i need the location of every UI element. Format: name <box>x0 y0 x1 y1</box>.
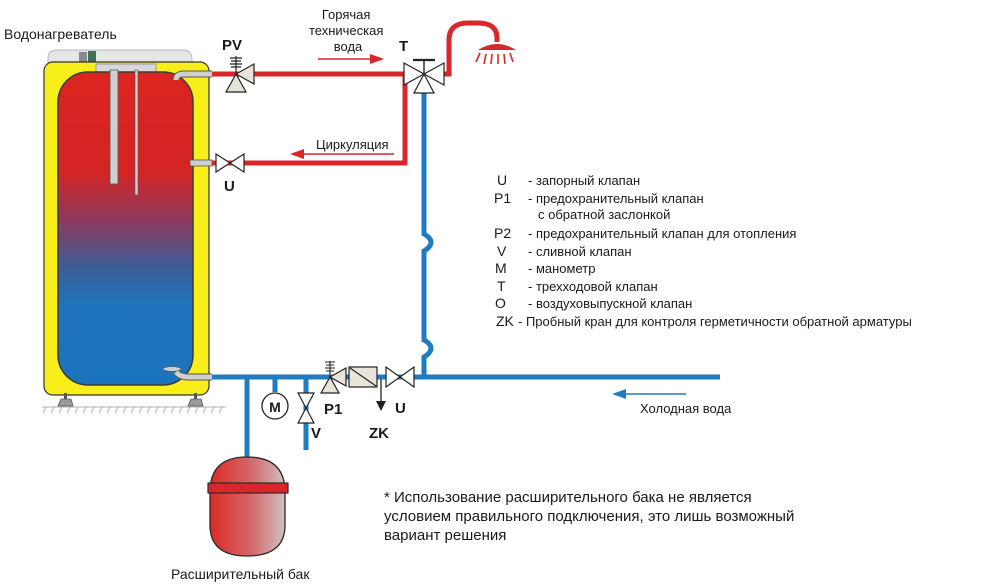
legend-desc: с обратной заслонкой <box>538 207 670 222</box>
hot-water-label: Горячая техническая вода <box>309 7 387 54</box>
floor-hatch <box>42 406 226 414</box>
legend-code: O <box>495 295 506 311</box>
legend-code: T <box>497 278 506 294</box>
check-valve-icon <box>348 366 378 388</box>
zk-label: ZK <box>369 425 389 442</box>
legend-desc: - трехходовой клапан <box>528 279 658 294</box>
circulation-arrow-icon <box>290 149 394 159</box>
cold-inlet-stub <box>174 370 212 380</box>
legend-desc: - Пробный кран для контроля герметичност… <box>518 314 912 329</box>
legend-code: P2 <box>494 225 511 241</box>
legend-code: ZK <box>496 313 515 329</box>
u-valve-bottom-label: U <box>395 400 406 417</box>
legend-code: U <box>497 172 507 188</box>
hot-outlet-stub <box>173 71 212 81</box>
footnote: * Использование расширительного бака не … <box>384 489 794 544</box>
u-valve-top-label: U <box>224 178 235 195</box>
manometer-label: M <box>269 399 281 415</box>
footnote-line: вариант решения <box>384 527 506 544</box>
footnote-line: условием правильного подключения, это ли… <box>384 508 794 525</box>
thermostat-display <box>88 51 96 64</box>
v-valve-label: V <box>311 425 321 442</box>
water-heater-label: Водонагреватель <box>4 26 117 42</box>
heater-feet <box>57 393 204 407</box>
p1-valve-label: P1 <box>324 401 342 418</box>
legend-desc: - воздуховыпускной клапан <box>528 296 692 311</box>
shower-head-icon <box>475 44 516 65</box>
legend-code: P1 <box>494 190 511 206</box>
legend: U - запорный клапан P1 - предохранительн… <box>494 172 912 329</box>
cold-flow-arrow-icon <box>612 389 686 399</box>
u-shutoff-valve-top-icon <box>215 152 245 174</box>
expansion-tank <box>207 456 289 557</box>
shower-pipe <box>438 20 500 77</box>
heating-element <box>109 69 119 185</box>
v-drain-valve-icon <box>297 392 315 424</box>
legend-desc: - запорный клапан <box>528 173 640 188</box>
legend-desc: - сливной клапан <box>528 244 632 259</box>
legend-desc: - манометр <box>528 261 595 276</box>
legend-desc: - предохранительный клапан <box>528 191 704 206</box>
cold-water-label: Холодная вода <box>640 401 732 416</box>
cold-riser-pipe <box>421 92 434 377</box>
u-shutoff-valve-bottom-icon <box>385 365 415 389</box>
circulation-label: Циркуляция <box>316 137 389 152</box>
circulation-stub <box>189 159 213 167</box>
t-valve-label: T <box>399 38 408 55</box>
thermostat-box <box>79 52 87 64</box>
legend-desc: - предохранительный клапан для отопления <box>528 226 796 241</box>
legend-code: V <box>497 243 507 259</box>
t-three-way-valve-icon <box>403 58 445 94</box>
pv-valve-icon <box>224 56 255 93</box>
zk-test-tap-icon <box>376 379 386 411</box>
pv-valve-label: PV <box>222 37 242 54</box>
expansion-tank-label: Расширительный бак <box>171 566 310 582</box>
hot-flow-arrow-icon <box>318 54 384 64</box>
heater-flange <box>95 63 157 73</box>
legend-code: M <box>495 260 507 276</box>
footnote-line: * Использование расширительного бака не … <box>384 489 752 506</box>
p1-safety-valve-icon <box>319 361 347 394</box>
water-heater <box>42 49 226 414</box>
circulation-pipe <box>212 74 408 166</box>
manometer-icon <box>261 392 289 420</box>
thermostat-probe <box>134 69 139 196</box>
heater-inner-tank <box>57 71 194 386</box>
cold-water-pipes <box>212 92 720 458</box>
